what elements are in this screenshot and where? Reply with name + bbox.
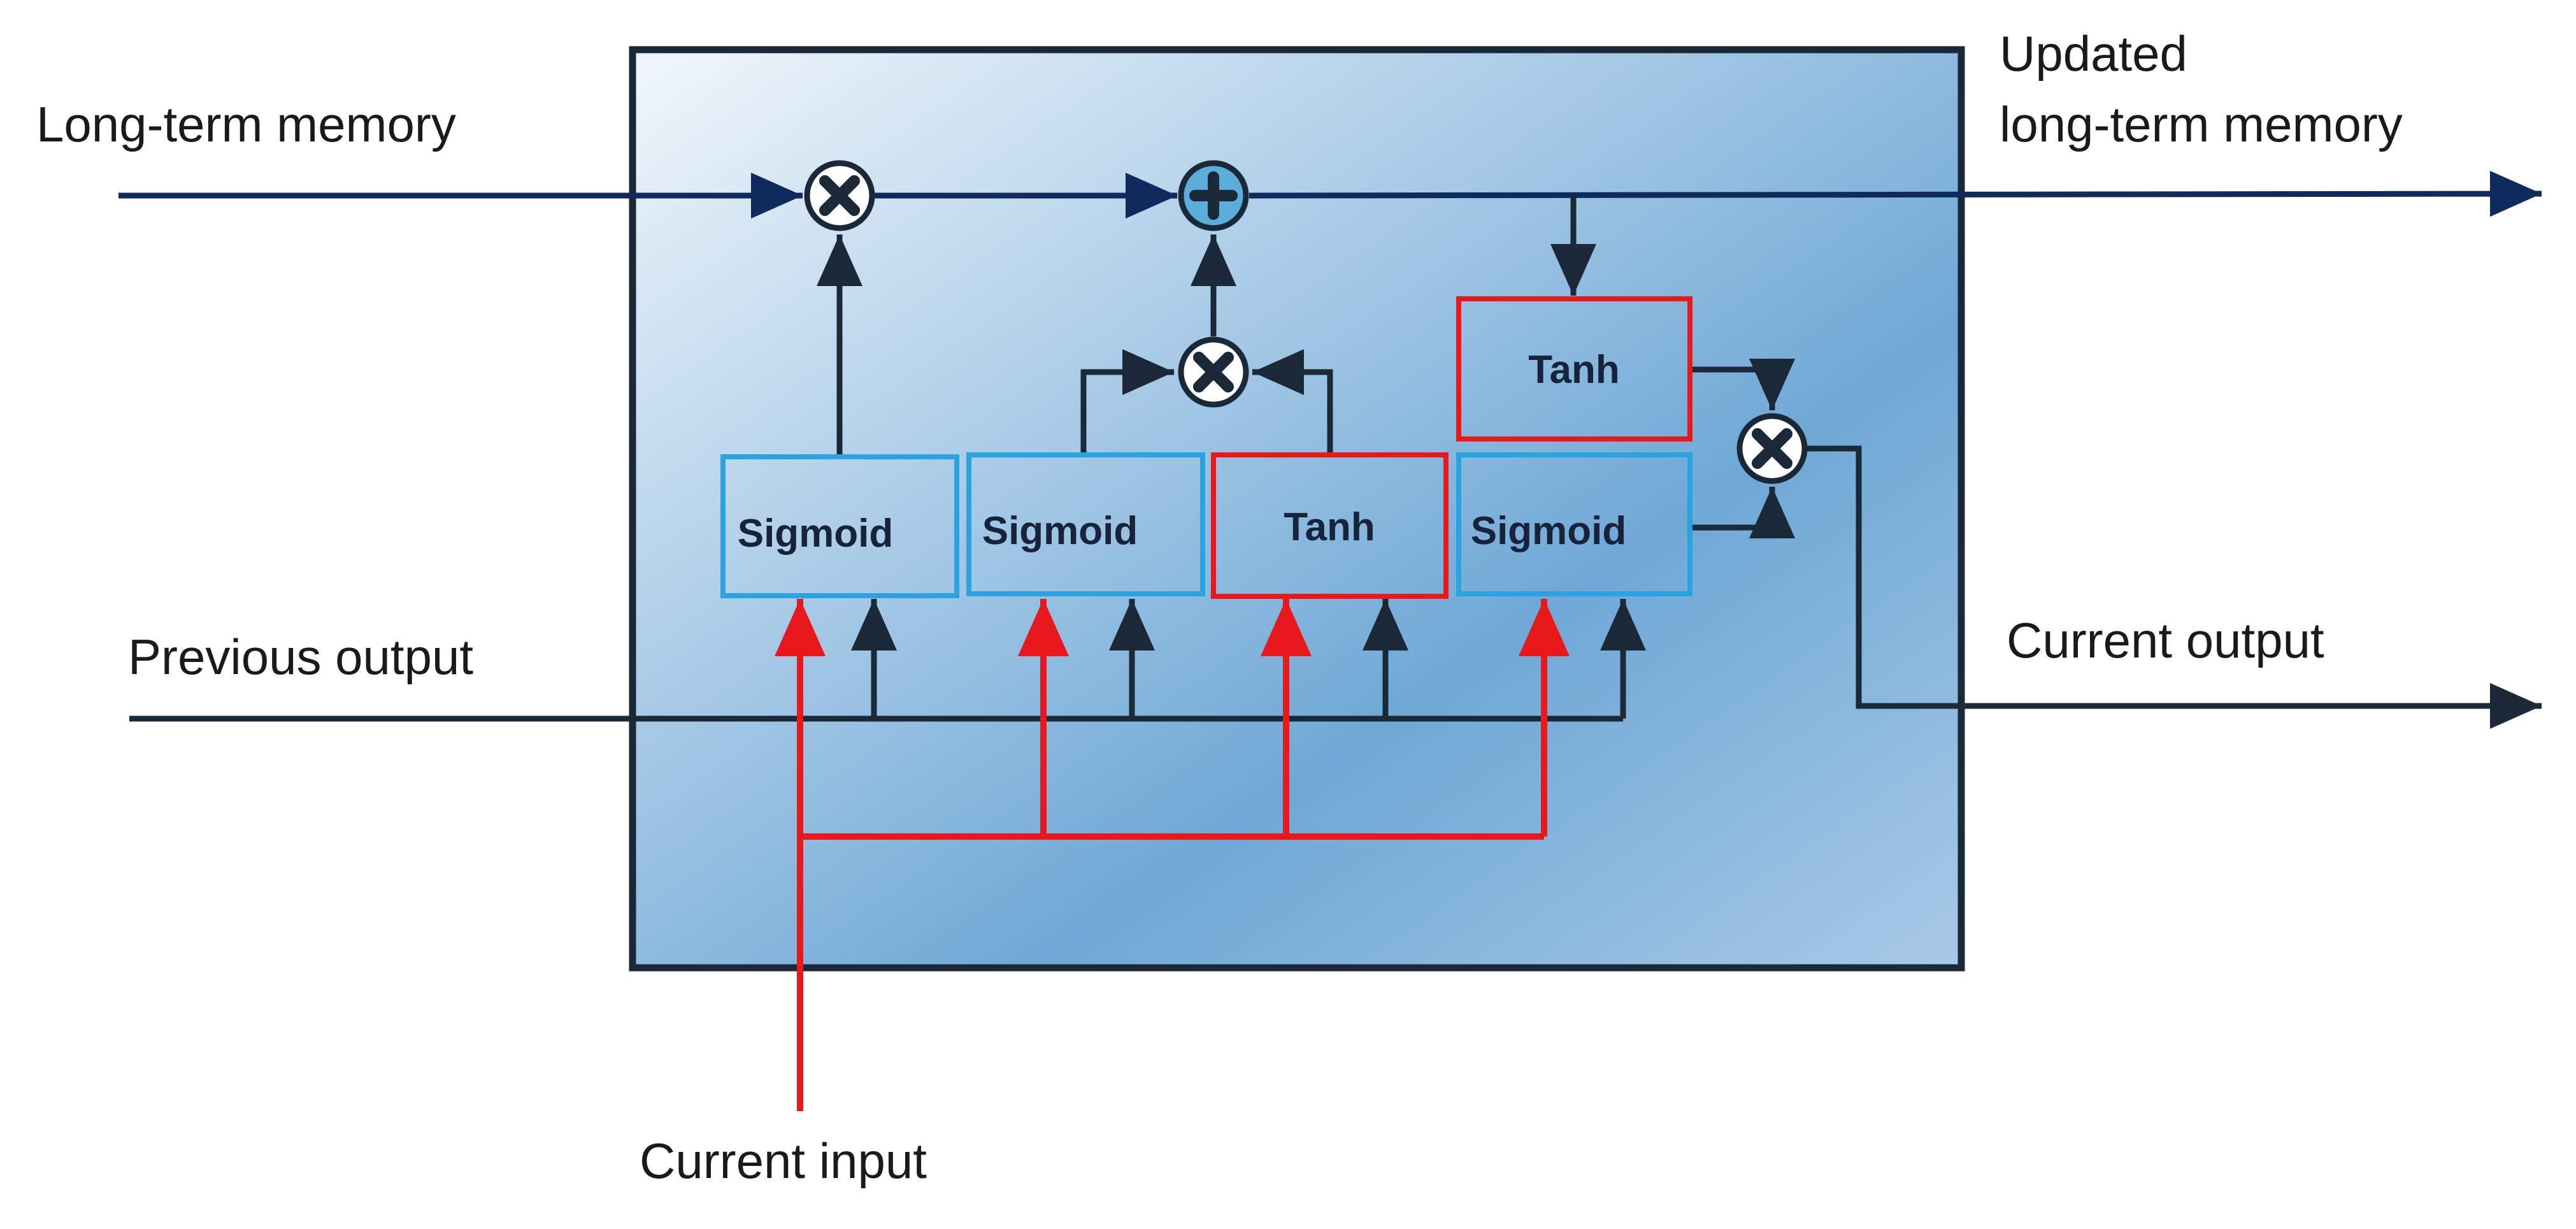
candidate-tanh: Tanh (1211, 452, 1449, 599)
internal-connections (129, 196, 2542, 729)
forget-gate-label: Sigmoid (738, 512, 894, 556)
add-icon (1178, 160, 1249, 231)
input-multiply-icon (1178, 336, 1249, 408)
output-gate-label: Sigmoid (1471, 509, 1627, 553)
forget-gate-sigmoid: Sigmoid (720, 454, 959, 598)
current-input-path (775, 599, 1570, 1111)
previous-output-label: Previous output (128, 629, 473, 685)
long-term-memory-label: Long-term memory (36, 96, 456, 152)
long-term-memory-path (118, 171, 2542, 219)
input-gate-sigmoid: Sigmoid (966, 452, 1205, 596)
current-output-label: Current output (2007, 612, 2324, 668)
cell-state-tanh: Tanh (1456, 296, 1692, 442)
cell-tanh-label: Tanh (1528, 348, 1620, 392)
candidate-tanh-label: Tanh (1284, 505, 1375, 549)
updated-memory-label-line1: Updated (2000, 25, 2187, 82)
forget-multiply-icon (804, 160, 875, 231)
output-gate-sigmoid: Sigmoid (1456, 452, 1692, 596)
updated-memory-label-line2: long-term memory (2000, 96, 2403, 152)
input-gate-label: Sigmoid (982, 509, 1138, 553)
current-input-label: Current input (640, 1133, 927, 1189)
output-multiply-icon (1736, 413, 1808, 484)
